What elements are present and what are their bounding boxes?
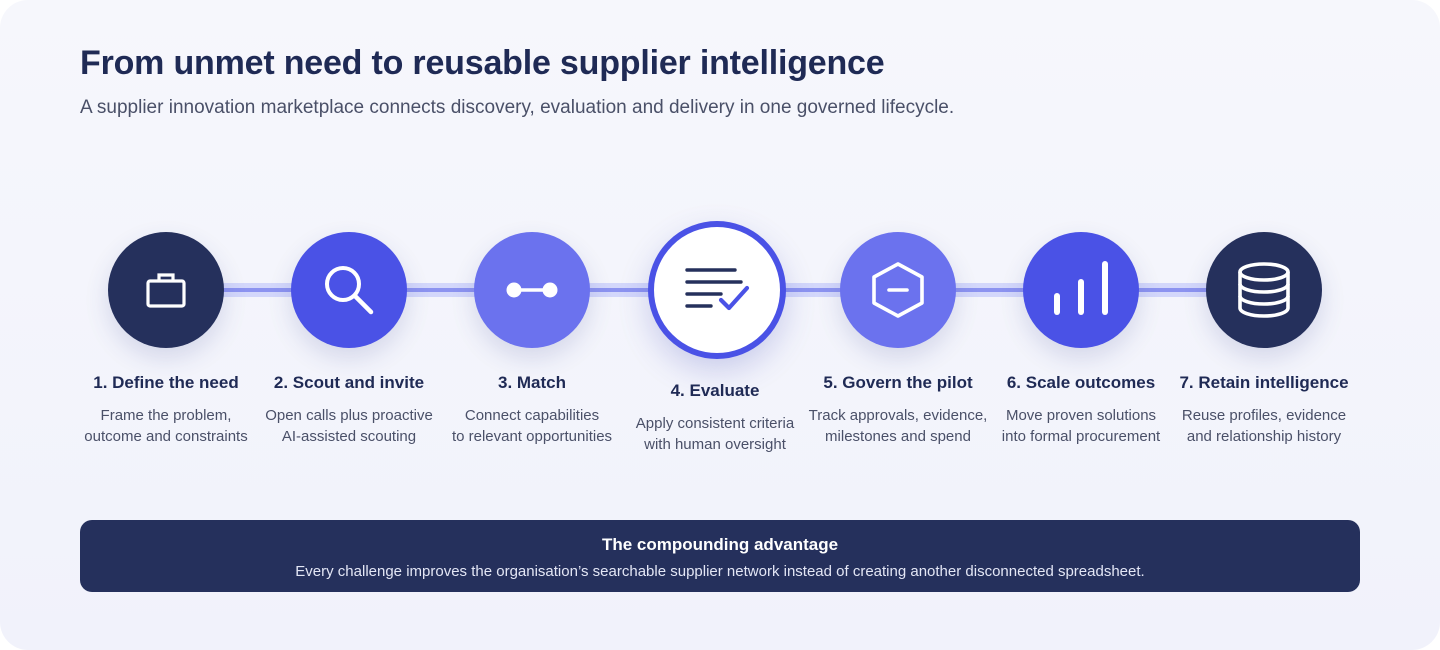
banner-title: The compounding advantage [601,535,839,554]
step-description-line: milestones and spend [825,428,971,445]
step-description-line: outcome and constraints [84,428,248,445]
step-match: 3. Match Connect capabilities to relevan… [437,0,627,470]
step-description: Open calls plus proactive AI-assisted sc… [254,405,444,447]
database-icon [1238,262,1290,318]
step-description: Track approvals, evidence, milestones an… [803,405,993,447]
step-description: Frame the problem, outcome and constrain… [71,405,261,447]
step-description-line: Reuse profiles, evidence [1181,407,1347,424]
step-description-line: Connect capabilities [464,407,600,424]
step-title: 2. Scout and invite [273,373,425,392]
bar-chart-icon [1054,261,1108,315]
link-icon [506,282,558,298]
step-description: Reuse profiles, evidence and relationshi… [1169,405,1359,447]
step-description: Connect capabilities to relevant opportu… [437,405,627,447]
step-title: 5. Govern the pilot [823,373,973,392]
step-circle [291,232,407,348]
step-circle [1023,232,1139,348]
step-circle [1206,232,1322,348]
step-description-line: with human oversight [644,436,786,453]
step-description-line: Frame the problem, [100,407,232,424]
search-icon [325,266,374,315]
step-description-line: Apply consistent criteria [635,415,795,432]
step-description-line: Open calls plus proactive [265,407,433,424]
step-title: 4. Evaluate [670,381,760,400]
hexagon-minus-icon [872,262,924,318]
briefcase-icon [146,273,186,308]
step-description-line: Move proven solutions [1005,407,1157,424]
advantage-banner: The compounding advantage Every challeng… [80,520,1360,592]
step-scout-invite: 2. Scout and invite Open calls plus proa… [254,0,444,470]
step-description-line: to relevant opportunities [451,428,613,445]
step-title: 7. Retain intelligence [1179,373,1349,392]
step-evaluate: 4. Evaluate Apply consistent criteria wi… [620,0,810,470]
checklist-icon [685,268,750,311]
step-govern-pilot: 5. Govern the pilot Track approvals, evi… [803,0,993,470]
step-circle-active [648,221,786,359]
step-retain-intelligence: 7. Retain intelligence Reuse profiles, e… [1169,0,1359,470]
step-description-line: and relationship history [1186,428,1342,445]
step-circle [840,232,956,348]
step-description-line: into formal procurement [1001,428,1161,445]
step-description-line: AI-assisted scouting [281,428,417,445]
step-description: Apply consistent criteria with human ove… [620,413,810,455]
page-title: From unmet need to reusable supplier int… [80,44,885,82]
banner-text: Every challenge improves the organisatio… [295,563,1145,580]
step-title: 1. Define the need [93,373,239,392]
step-title: 3. Match [497,373,567,392]
step-description: Move proven solutions into formal procur… [986,405,1176,447]
step-define-need: 1. Define the need Frame the problem, ou… [71,0,261,470]
step-circle [474,232,590,348]
step-title: 6. Scale outcomes [1006,373,1156,392]
page-subtitle: A supplier innovation marketplace connec… [80,97,955,118]
step-circle [108,232,224,348]
step-scale-outcomes: 6. Scale outcomes Move proven solutions … [986,0,1176,470]
step-description-line: Track approvals, evidence, [808,407,988,424]
